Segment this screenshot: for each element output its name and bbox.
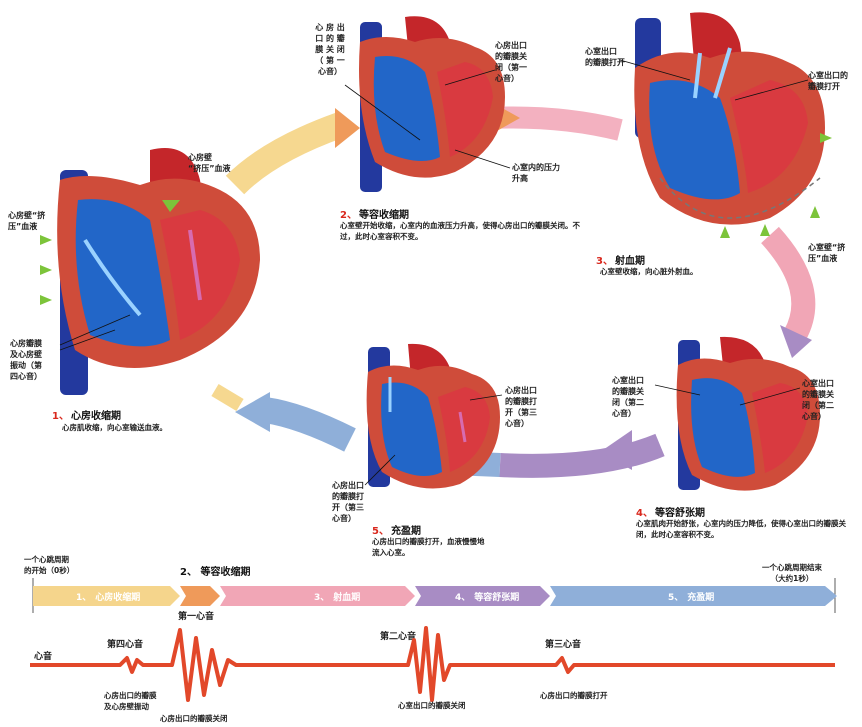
stage-4-title: 4、等容舒张期 (636, 508, 705, 519)
label-h3-valve-open-right: 心室出口的 瓣膜打开 (808, 71, 848, 91)
timeline-bar-3 (220, 586, 415, 606)
stage-4-desc: 心室肌肉开始舒张，心室内的压力降低，使得心室出口的瓣膜关闭，此时心室容积不变。 (636, 519, 846, 539)
stage-3-desc: 心室壁收缩，向心脏外射血。 (600, 267, 698, 276)
stage-5-desc: 心房出口的瓣膜打开，血液慢慢地流入心室。 (372, 537, 485, 557)
timeline-bar-1 (33, 586, 180, 606)
heart-sound-waveform (30, 626, 835, 702)
heart-sound-third-desc: 心房出口的瓣膜打开 (540, 691, 608, 700)
arrow-5-to-1 (262, 397, 356, 452)
timeline-label-1: 1、心房收缩期 (76, 593, 141, 603)
arrow-head-4 (780, 325, 812, 358)
heart-sound-first-desc: 心房出口的瓣膜关闭 (160, 714, 228, 723)
timeline-label-5: 5、充盈期 (668, 593, 715, 603)
label-h1-atrial-wall-top: 心房壁 “挤压”血液 (188, 153, 231, 173)
arrow-head-5 (600, 430, 632, 470)
heart-sound-axis-label: 心音 (34, 652, 53, 662)
timeline-start: 一个心跳周期 的开始（0秒） (24, 555, 75, 575)
label-h2-valve-left: 心 房 出 口 的 瓣 膜 关 闭 （ 第 一 心音） (315, 23, 345, 76)
label-h5-valve-left: 心房出口 的瓣膜打 开（第三 心音） (332, 481, 364, 523)
label-h2-pressure: 心室内的压力 升高 (512, 163, 560, 183)
stage-2-title: 2、等容收缩期 (340, 210, 409, 221)
stage-5-title: 5、充盈期 (372, 526, 421, 537)
timeline-end: 一个心跳周期结束 （大约1秒） (762, 563, 822, 583)
label-h3-valve-open-left: 心室出口 的瓣膜打开 (585, 47, 625, 67)
arrow-3-to-4 (760, 226, 816, 341)
heart-sound-fourth-desc: 心房出口的瓣膜 及心房壁振动 (104, 691, 157, 711)
heart-isovolumetric-contraction (359, 16, 505, 192)
label-h3-wall: 心室壁“挤 压”血液 (808, 243, 846, 263)
arrow-4-to-5 (499, 433, 665, 478)
stage-1-desc: 心房肌收缩，向心室输送血液。 (62, 423, 167, 432)
stage-1-title: 1、心房收缩期 (52, 411, 121, 422)
heart-filling (366, 343, 500, 489)
heart-sound-first: 第一心音 (178, 612, 215, 622)
heart-sound-second: 第二心音 (380, 632, 417, 642)
timeline-bar-4 (415, 586, 550, 606)
heart-sound-second-desc: 心室出口的瓣膜关闭 (398, 701, 466, 710)
label-h4-valve-right: 心室出口 的瓣膜关 闭（第二 心音） (802, 379, 834, 421)
timeline-bar-5 (550, 586, 837, 606)
heart-sound-third: 第三心音 (545, 640, 582, 650)
heart-atrial-systole (40, 148, 261, 395)
heart-sound-fourth: 第四心音 (107, 640, 144, 650)
timeline-label-3: 3、射血期 (314, 593, 361, 603)
stage-2-desc: 心室壁开始收缩，心室内的血液压力升高，使得心房出口的瓣膜关闭。不过，此时心室容积… (340, 221, 580, 241)
timeline-stage2-label: 2、 等容收缩期 (180, 567, 251, 578)
label-h2-valve-right: 心房出口 的瓣膜关 闭（第一 心音） (495, 41, 527, 83)
label-h1-valve: 心房瓣膜 及心房壁 振动（第 四心音） (10, 339, 42, 381)
arrow-head-1 (235, 392, 270, 432)
label-h5-valve-right: 心房出口 的瓣膜打 开（第三 心音） (505, 386, 537, 428)
arrow-1-to-2 (225, 112, 345, 195)
label-h4-valve-left: 心室出口 的瓣膜关 闭（第二 心音） (612, 376, 644, 418)
timeline-bar-2 (180, 586, 220, 606)
label-h1-atrial-wall-left: 心房壁“挤 压”血液 (8, 211, 46, 231)
timeline-label-4: 4、等容舒张期 (455, 593, 520, 603)
stage-3-title: 3、射血期 (596, 256, 645, 267)
timeline-bars (32, 578, 837, 613)
heart-ejection (634, 12, 832, 238)
